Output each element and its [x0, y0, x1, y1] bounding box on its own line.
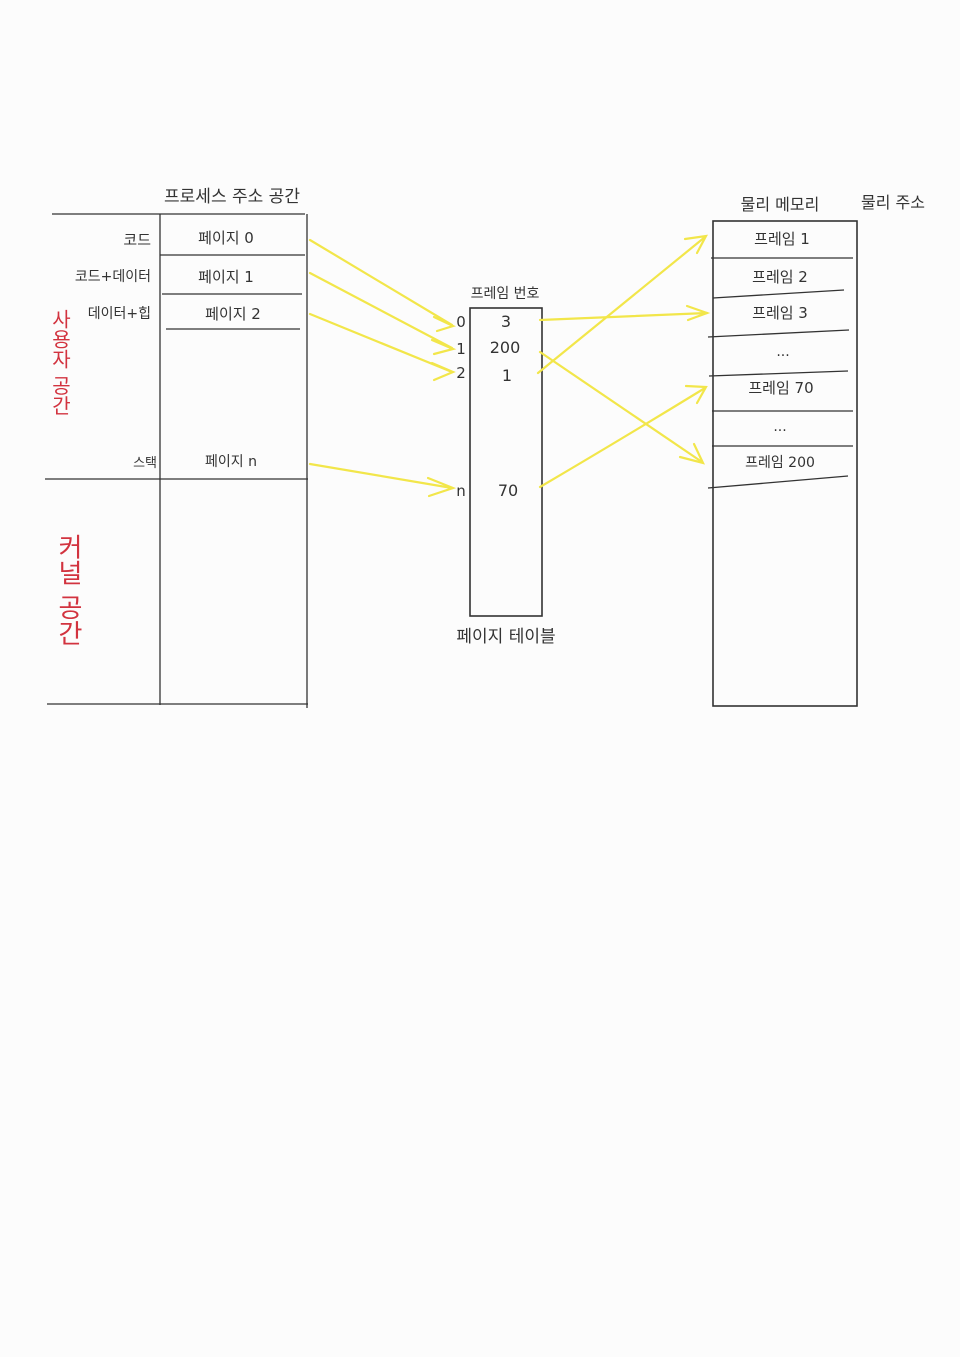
- page-table: 프레임 번호 페이지 테이블 0 1 2 n 3 200 1 70: [456, 286, 555, 647]
- side-label-stack: 스택: [133, 456, 157, 471]
- arrowhead: [426, 476, 457, 498]
- arrow-entry1-to-frame200: [538, 350, 704, 464]
- frame-divider: [712, 289, 845, 299]
- physical-memory-box: [712, 220, 858, 707]
- physical-ellipsis: ...: [776, 344, 789, 360]
- page-table-frame: 200: [490, 338, 521, 357]
- page-table-header: 프레임 번호: [471, 286, 540, 302]
- physical-ellipsis: ...: [773, 419, 786, 435]
- arrow-entry2-to-frame1: [536, 235, 707, 375]
- arrowhead: [685, 304, 711, 322]
- arrow-pagen-to-entryn: [308, 462, 454, 490]
- page-table-index: 0: [456, 313, 466, 331]
- frame-divider: [708, 370, 849, 377]
- physical-frame-1: 프레임 1: [754, 230, 810, 248]
- arrowhead: [430, 338, 457, 356]
- virtual-title: 프로세스 주소 공간: [164, 187, 300, 207]
- physical-memory: 물리 메모리 물리 주소 프레임 1 프레임 2 프레임 3 ... 프레임 7…: [707, 193, 925, 707]
- arrow-entry0-to-frame3: [538, 311, 709, 322]
- arrowhead: [683, 234, 708, 255]
- virtual-page-1: 페이지 1: [198, 268, 254, 286]
- physical-frame-2: 프레임 2: [752, 268, 808, 286]
- physical-address-label: 물리 주소: [861, 193, 925, 212]
- side-label-code-data: 코드+데이터: [75, 269, 151, 285]
- arrow-page2-to-entry2: [308, 312, 454, 374]
- physical-title: 물리 메모리: [741, 195, 820, 214]
- side-label-data-heap: 데이터+힙: [88, 306, 151, 322]
- virtual-address-space: 프로세스 주소 공간 코드 코드+데이터 데이터+힙 스택 페이지 0 페이지 …: [45, 187, 308, 708]
- page-table-index: n: [456, 482, 466, 500]
- page-table-index: 1: [456, 340, 466, 358]
- arrow-page1-to-entry1: [308, 271, 454, 350]
- arrow-page0-to-entry0: [308, 238, 454, 327]
- arrow-entryn-to-frame70: [538, 386, 707, 489]
- kernel-space-label: 커널 공간: [53, 534, 83, 646]
- virtual-page-n: 페이지 n: [205, 454, 257, 470]
- physical-frame-70: 프레임 70: [748, 379, 813, 397]
- user-space-label: 사용자 공간: [48, 308, 72, 415]
- page-table-frame: 3: [501, 312, 511, 331]
- arrowhead: [432, 315, 457, 333]
- page-table-frame: 70: [498, 481, 518, 500]
- side-label-code: 코드: [123, 231, 151, 249]
- frame-divider: [707, 329, 850, 338]
- arrowhead: [430, 361, 456, 382]
- virtual-page-0: 페이지 0: [198, 229, 254, 247]
- arrowhead: [678, 442, 706, 465]
- page-table-frame: 1: [502, 366, 512, 385]
- mapping-arrows: [308, 234, 711, 498]
- page-table-index: 2: [456, 364, 466, 382]
- physical-frame-200: 프레임 200: [745, 455, 815, 471]
- physical-frame-3: 프레임 3: [752, 304, 808, 322]
- virtual-page-2: 페이지 2: [205, 305, 261, 323]
- frame-divider: [707, 475, 849, 489]
- page-table-footer: 페이지 테이블: [456, 627, 555, 647]
- page-table-box: [469, 307, 543, 617]
- arrowhead: [684, 384, 708, 405]
